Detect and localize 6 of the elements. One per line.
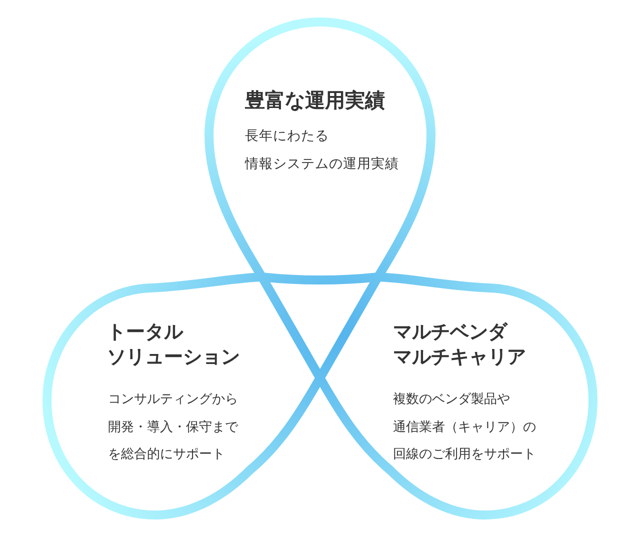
description: コンサルティングから開発・導入・保守までを総合的にサポート xyxy=(108,391,238,464)
heading: マルチベンダマルチキャリア xyxy=(393,320,526,370)
heading: 豊富な運用実績 xyxy=(245,87,385,113)
description: 長年にわたる情報システムの運用実績 xyxy=(245,127,399,174)
description: 複数のベンダ製品や通信業者（キャリア）の回線のご利用をサポート xyxy=(393,391,536,464)
heading: トータルソリューション xyxy=(107,320,240,370)
